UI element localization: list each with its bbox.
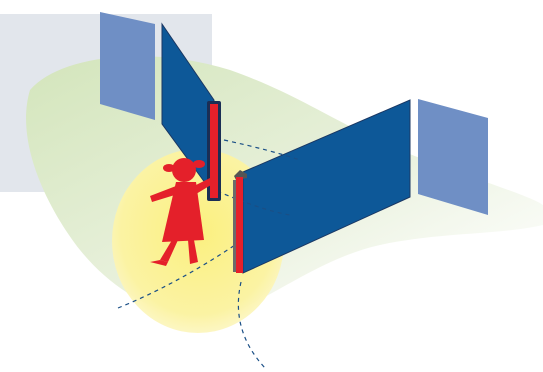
side-panel-left	[100, 12, 155, 120]
safety-post-right	[236, 177, 243, 273]
safety-post-right-shadow	[233, 180, 236, 272]
